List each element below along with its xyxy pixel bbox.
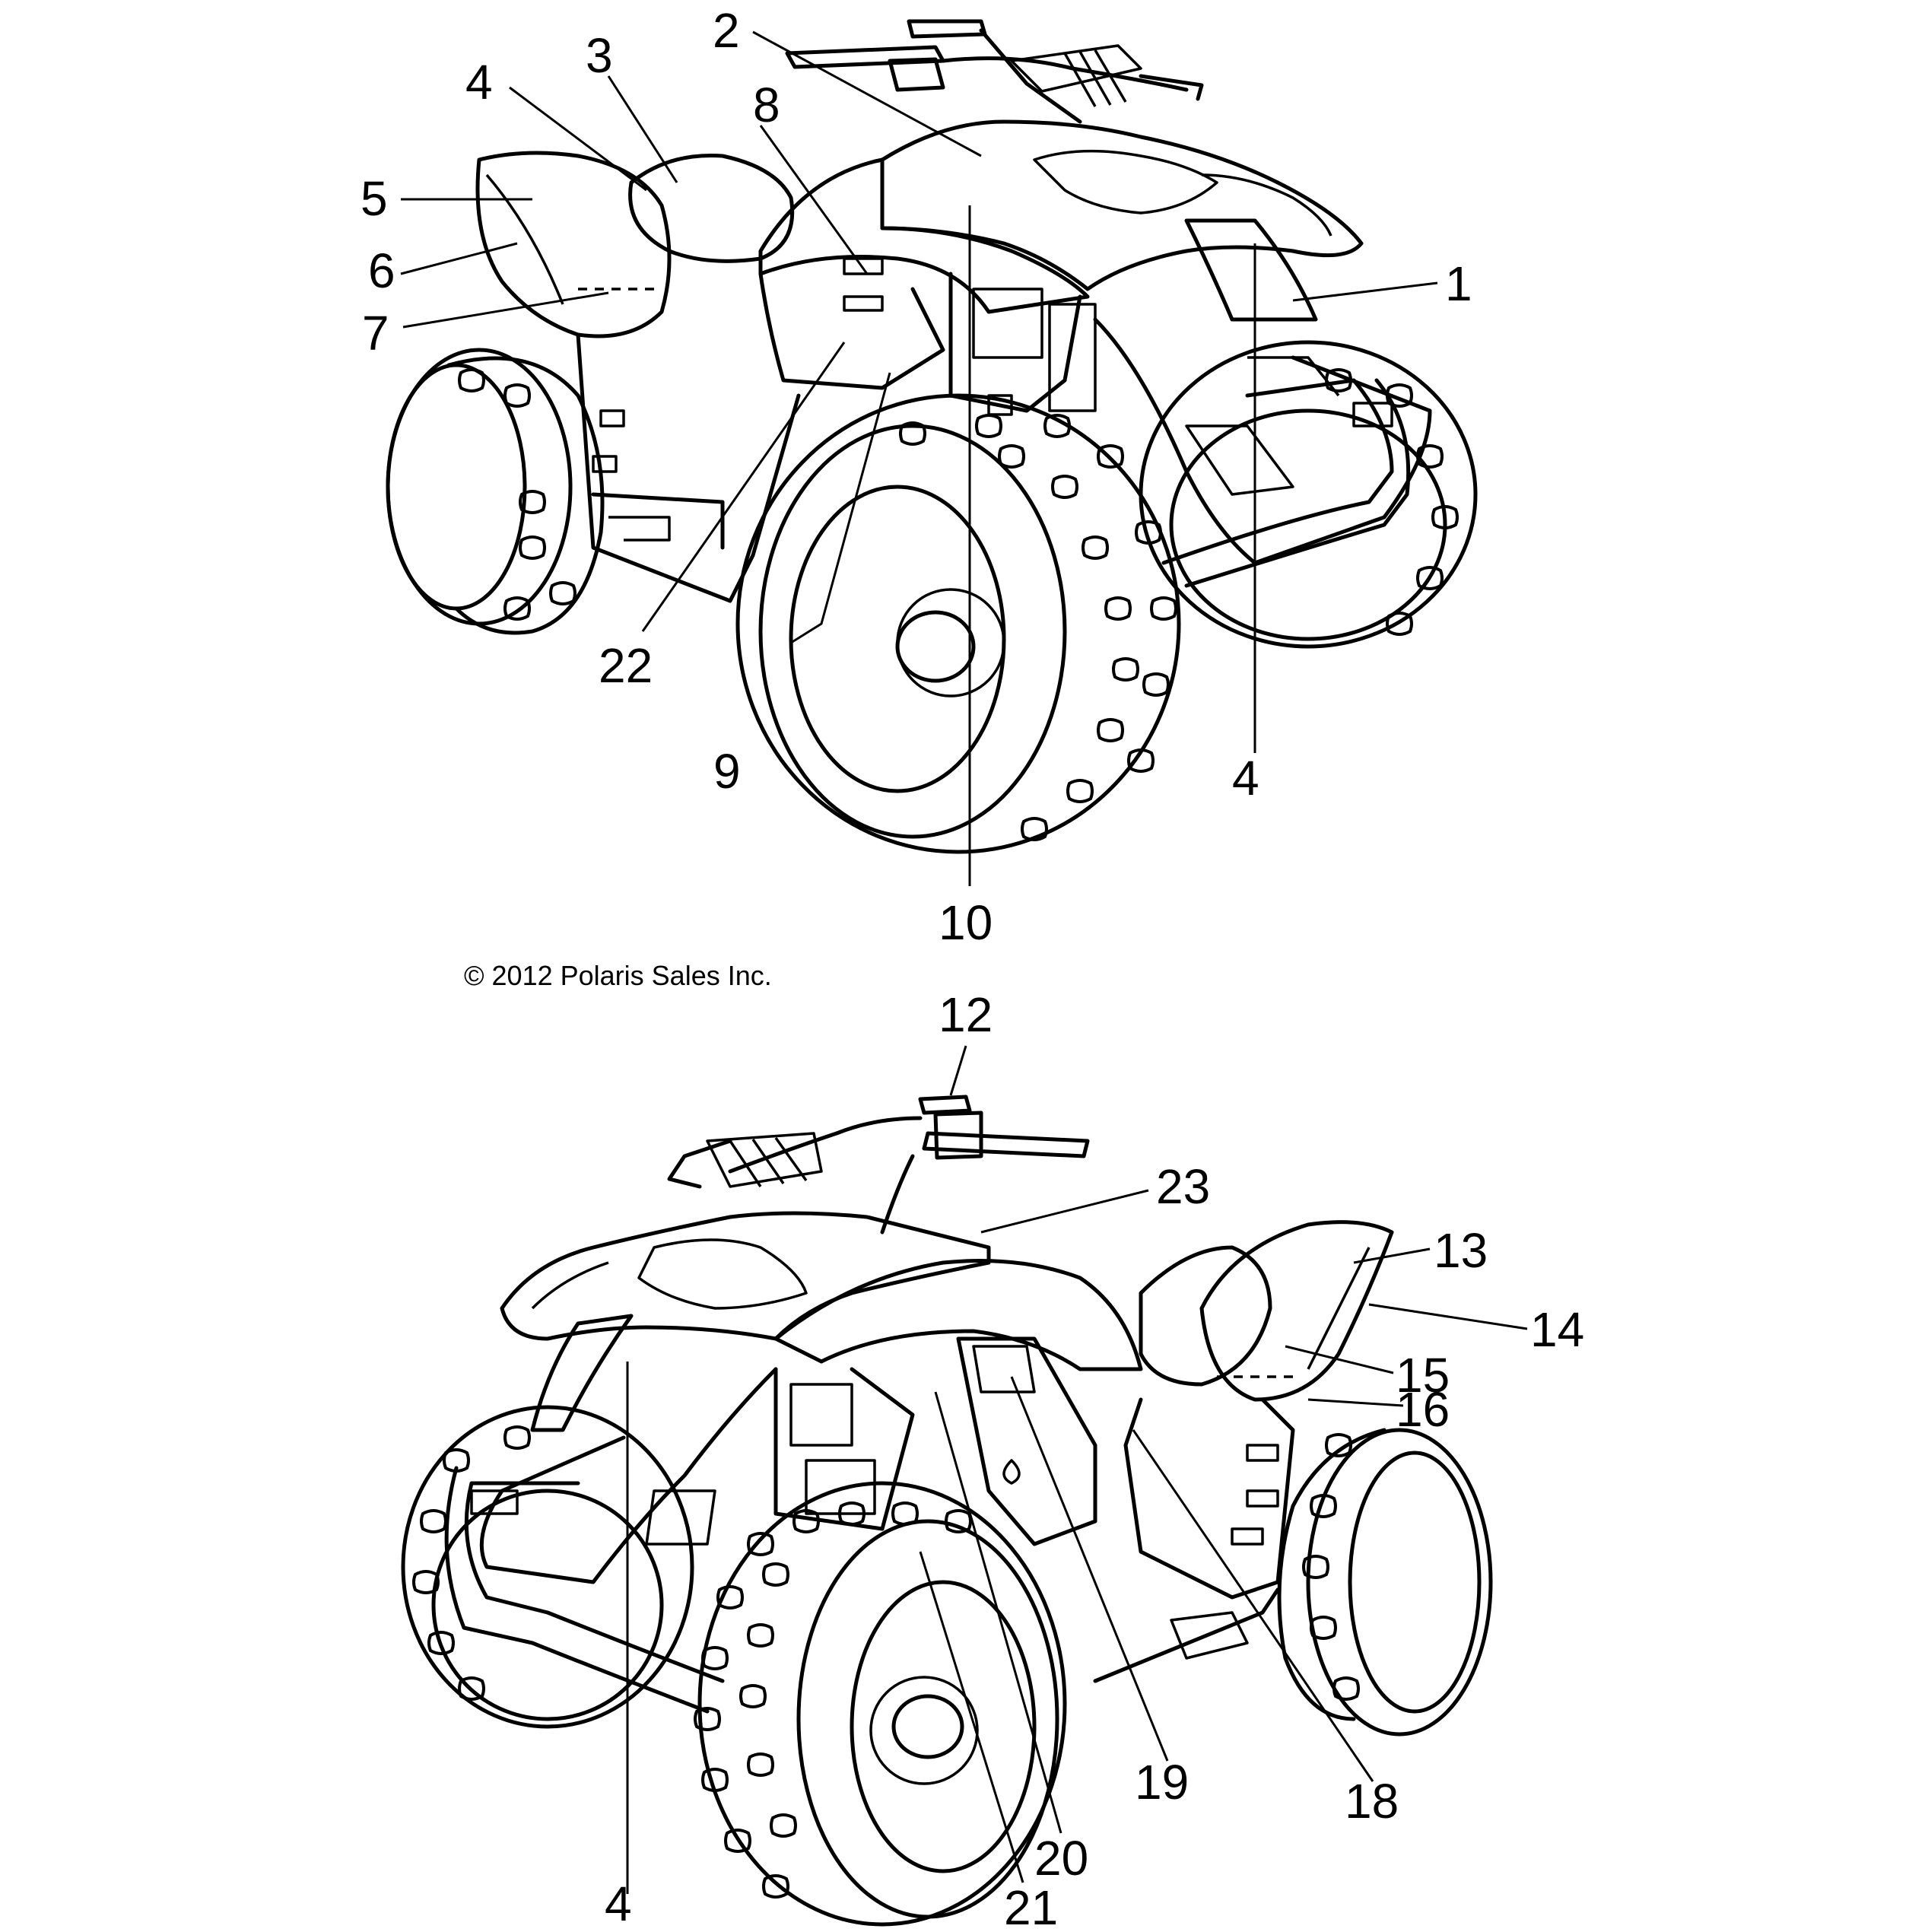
top-front-fender (880, 119, 1364, 322)
callout-13: 13 (1434, 1223, 1488, 1278)
top-leader-lines (400, 30, 1438, 886)
top-seat (475, 151, 795, 338)
callout-4-top-left: 4 (465, 55, 493, 110)
bottom-front-near-wheel (697, 1481, 1067, 1927)
top-atv-illustration (386, 19, 1478, 854)
callout-12: 12 (939, 987, 993, 1042)
callout-19: 19 (1135, 1755, 1189, 1810)
bottom-seat (1139, 1220, 1394, 1402)
callout-6: 6 (368, 243, 395, 298)
callout-1: 1 (1445, 256, 1472, 311)
callout-21: 21 (1004, 1880, 1058, 1928)
callout-14: 14 (1530, 1302, 1584, 1357)
callout-16: 16 (1396, 1382, 1450, 1437)
callout-3: 3 (586, 28, 613, 83)
top-frame (576, 272, 1432, 603)
top-front-left-wheel (735, 393, 1181, 854)
top-callouts: 1 2 3 4 4 5 6 7 8 9 10 22 (361, 3, 1472, 950)
callout-4-top-right: 4 (1232, 751, 1259, 806)
bottom-frame (479, 1367, 1295, 1683)
top-handlebar (785, 19, 1204, 124)
bottom-callouts: 4 12 13 14 15 16 18 19 20 21 23 (605, 987, 1584, 1932)
callout-7: 7 (362, 306, 389, 361)
top-side-body (758, 157, 1090, 390)
bottom-handlebar (667, 1095, 1090, 1235)
callout-20: 20 (1034, 1831, 1088, 1886)
top-tire-tread (458, 368, 1459, 841)
bottom-leader-lines (626, 1045, 1528, 1894)
top-rear-left-wheel (386, 348, 605, 635)
callout-15: 15 (1396, 1348, 1450, 1403)
callout-9: 9 (713, 744, 741, 799)
callout-18: 18 (1345, 1774, 1399, 1829)
copyright-notice: © 2012 Polaris Sales Inc. (464, 960, 772, 991)
callout-8: 8 (753, 78, 780, 132)
callout-2: 2 (713, 3, 740, 58)
bottom-side-body (773, 1259, 1143, 1546)
callout-10: 10 (939, 895, 993, 950)
bottom-tire-tread (412, 1425, 1360, 1899)
bottom-front-fender (500, 1211, 991, 1432)
bottom-atv-illustration (401, 1095, 1493, 1927)
bottom-rear-right-wheel (1277, 1428, 1493, 1737)
callout-5: 5 (361, 171, 388, 226)
callout-22: 22 (599, 638, 653, 693)
bottom-front-far-wheel (401, 1405, 694, 1729)
callout-4-bottom: 4 (605, 1876, 632, 1928)
callout-23: 23 (1156, 1159, 1210, 1214)
